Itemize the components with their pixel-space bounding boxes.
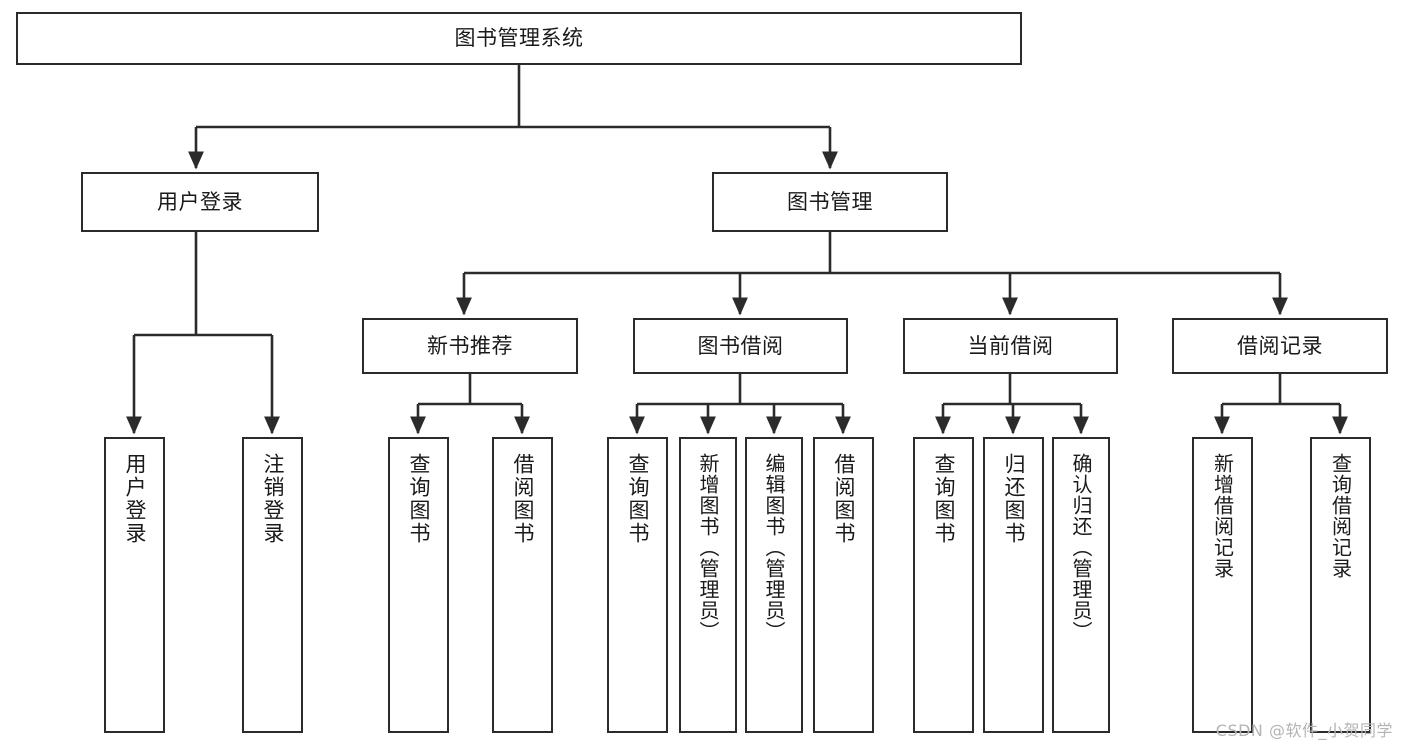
node-leaf-query-book-rec[interactable]: 查询图书 — [388, 437, 449, 733]
node-leaf-add-borrow-record[interactable]: 新增借阅记录 — [1192, 437, 1253, 733]
node-leaf-user-login[interactable]: 用户登录 — [104, 437, 165, 733]
node-leaf-confirm-return-admin[interactable]: 确认归还（管理员） — [1052, 437, 1110, 733]
node-root[interactable]: 图书管理系统 — [16, 12, 1022, 65]
node-leaf-query-book-current-label: 查询图书 — [932, 453, 956, 545]
node-leaf-borrow-book-label: 借阅图书 — [832, 453, 856, 545]
node-leaf-edit-book-admin-label: 编辑图书（管理员） — [762, 453, 786, 642]
node-leaf-query-book-current[interactable]: 查询图书 — [913, 437, 974, 733]
node-leaf-return-book-label: 归还图书 — [1002, 453, 1026, 545]
node-leaf-logout-label: 注销登录 — [261, 453, 285, 545]
node-leaf-user-login-label: 用户登录 — [123, 453, 147, 545]
node-user-login[interactable]: 用户登录 — [81, 172, 319, 232]
node-leaf-return-book[interactable]: 归还图书 — [983, 437, 1044, 733]
node-current-borrow-label: 当前借阅 — [967, 333, 1054, 358]
node-leaf-query-borrow-record[interactable]: 查询借阅记录 — [1310, 437, 1371, 733]
node-root-label: 图书管理系统 — [454, 26, 584, 51]
node-book-borrow[interactable]: 图书借阅 — [633, 318, 848, 374]
node-leaf-confirm-return-admin-label: 确认归还（管理员） — [1069, 453, 1093, 642]
node-book-borrow-label: 图书借阅 — [697, 333, 784, 358]
node-leaf-edit-book-admin[interactable]: 编辑图书（管理员） — [745, 437, 803, 733]
node-borrow-records[interactable]: 借阅记录 — [1172, 318, 1388, 374]
node-leaf-add-book-admin-label: 新增图书（管理员） — [696, 453, 720, 642]
node-leaf-query-book-borrow[interactable]: 查询图书 — [607, 437, 668, 733]
node-leaf-borrow-book-rec[interactable]: 借阅图书 — [492, 437, 553, 733]
node-leaf-logout[interactable]: 注销登录 — [242, 437, 303, 733]
node-leaf-query-book-borrow-label: 查询图书 — [626, 453, 650, 545]
node-leaf-add-borrow-record-label: 新增借阅记录 — [1210, 453, 1235, 579]
node-new-book-recommend[interactable]: 新书推荐 — [362, 318, 578, 374]
node-user-login-label: 用户登录 — [157, 189, 243, 214]
node-leaf-query-borrow-record-label: 查询借阅记录 — [1328, 453, 1353, 579]
node-book-management[interactable]: 图书管理 — [712, 172, 948, 232]
node-leaf-borrow-book-rec-label: 借阅图书 — [511, 453, 535, 545]
node-current-borrow[interactable]: 当前借阅 — [903, 318, 1118, 374]
node-borrow-records-label: 借阅记录 — [1237, 333, 1323, 358]
node-book-management-label: 图书管理 — [787, 189, 873, 214]
node-leaf-query-book-rec-label: 查询图书 — [407, 453, 431, 545]
node-leaf-add-book-admin[interactable]: 新增图书（管理员） — [679, 437, 737, 733]
node-leaf-borrow-book[interactable]: 借阅图书 — [813, 437, 874, 733]
node-new-book-recommend-label: 新书推荐 — [427, 333, 513, 358]
